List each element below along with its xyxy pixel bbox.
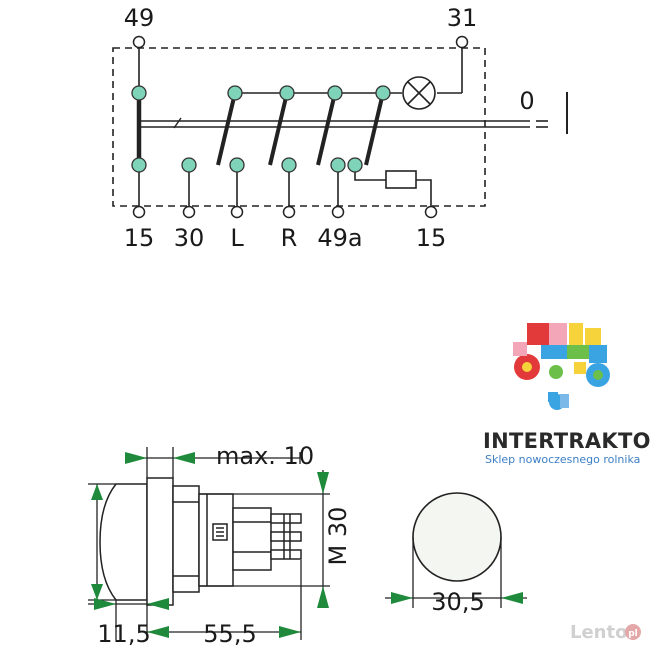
terminal-label-49: 49 xyxy=(124,4,155,32)
contact-points xyxy=(131,85,391,173)
terminal-label-bottom-3: L xyxy=(230,224,244,252)
terminal-circles xyxy=(132,35,469,219)
terminal-label-bottom-4: R xyxy=(281,224,298,252)
terminal-label-bottom-6: 15 xyxy=(416,224,447,252)
dim-front-length-label: 11,5 xyxy=(97,620,150,648)
brand-name: INTERTRAKTOR.PL xyxy=(483,429,650,453)
brand-logo xyxy=(513,323,610,410)
position-label: 0 xyxy=(519,87,534,115)
side-view-drawing xyxy=(99,477,302,606)
terminal-label-bottom-1: 15 xyxy=(124,224,155,252)
watermark-suffix: pl xyxy=(628,629,638,639)
terminal-label-31: 31 xyxy=(447,4,478,32)
dim-diameter-label: 30,5 xyxy=(431,588,484,616)
terminal-label-bottom-5: 49a xyxy=(317,224,362,252)
dim-body-length-label: 55,5 xyxy=(203,620,256,648)
watermark-text: Lento xyxy=(570,622,627,643)
dim-thread-label: M 30 xyxy=(324,507,352,566)
brand-tagline: Sklep nowoczesnego rolnika xyxy=(485,453,640,466)
dim-max-length-label: max. 10 xyxy=(216,442,314,470)
watermark: Lento pl xyxy=(570,622,641,643)
terminal-label-bottom-2: 30 xyxy=(174,224,205,252)
front-view-drawing xyxy=(385,492,527,608)
dimension-lines xyxy=(88,447,330,640)
wiring-schematic xyxy=(112,42,568,210)
dimension-arrows xyxy=(91,452,329,638)
lamp-icon xyxy=(402,76,436,110)
resistor-icon xyxy=(385,170,417,189)
